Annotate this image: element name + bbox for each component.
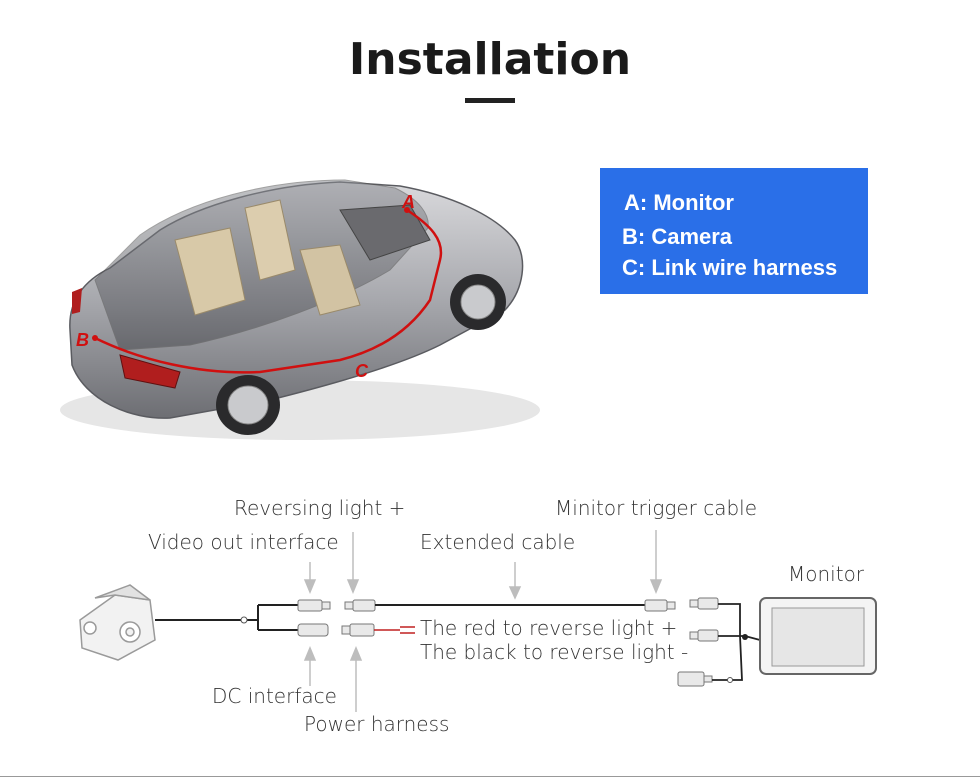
label-black-wire: The black to reverse light - — [420, 640, 689, 664]
monitor-cables — [712, 603, 761, 681]
tail-light-left — [72, 288, 82, 314]
seat-front — [244, 199, 296, 281]
reversing-light-connector — [344, 599, 376, 612]
marker-a-dot — [404, 207, 410, 213]
power-wires — [374, 626, 415, 634]
camera-icon — [79, 584, 156, 661]
legend-item-camera: B: Camera — [622, 224, 733, 249]
label-reversing-light: Reversing light + — [234, 496, 406, 520]
video-out-connector — [297, 599, 331, 612]
marker-a: A — [401, 192, 415, 212]
trigger-connector — [644, 599, 676, 612]
monitor-icon — [759, 597, 877, 675]
title-underline — [465, 98, 515, 103]
inline-clip — [240, 616, 248, 624]
monitor-input-connectors — [677, 597, 719, 687]
label-dc-interface: DC interface — [212, 684, 337, 708]
front-rim — [460, 284, 496, 320]
footer-divider — [0, 776, 980, 777]
legend-box: A: Monitor B: Camera C: Link wire harnes… — [600, 168, 868, 294]
label-monitor-trigger: Minitor trigger cable — [555, 496, 758, 520]
marker-b: B — [76, 330, 89, 350]
camera-cable — [155, 604, 298, 631]
legend-item-monitor: A: Monitor — [624, 190, 734, 215]
junction-clip — [727, 677, 733, 683]
marker-b-dot — [92, 335, 98, 341]
dc-connector — [297, 623, 329, 637]
label-monitor: Monitor — [788, 562, 865, 586]
label-video-out: Video out interface — [148, 530, 339, 554]
seat-front2 — [299, 244, 361, 316]
seat-rear — [174, 227, 246, 316]
page-title: Installation — [348, 34, 632, 85]
power-harness-connector — [341, 623, 375, 637]
marker-c: C — [355, 361, 369, 381]
callout-arrows — [303, 530, 663, 712]
wire-route — [94, 208, 443, 374]
tail-light — [119, 354, 181, 389]
dashboard — [339, 204, 431, 261]
label-power-harness: Power harness — [304, 712, 450, 736]
junction-dot — [742, 634, 748, 640]
legend-item-harness: C: Link wire harness — [622, 255, 838, 280]
label-red-wire: The red to reverse light + — [420, 616, 678, 640]
label-extended-cable: Extended cable — [420, 530, 576, 554]
rear-rim — [227, 385, 269, 425]
